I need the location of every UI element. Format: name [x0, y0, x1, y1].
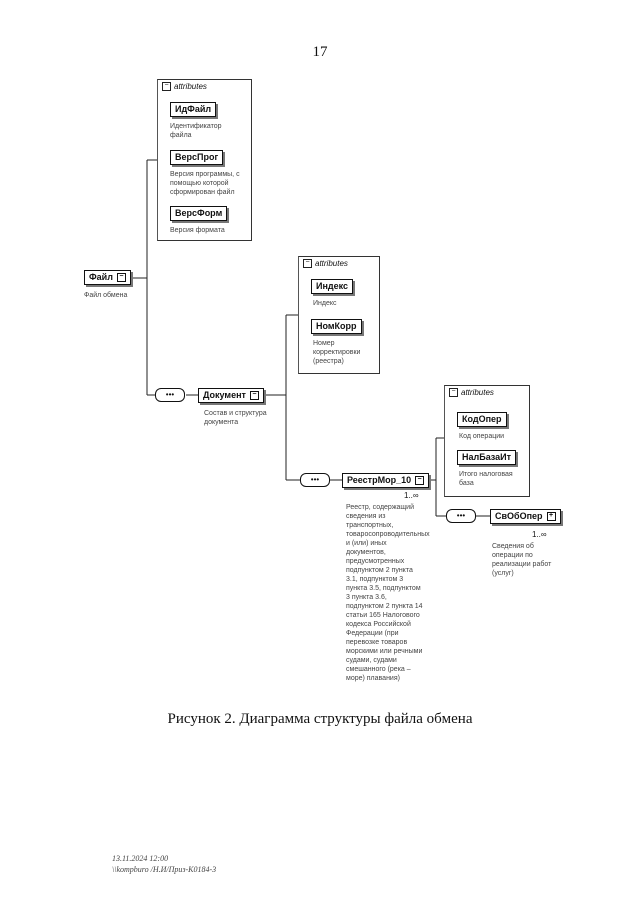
registry-label: РеестрМор_10 [347, 475, 412, 485]
footer-path: \\kompburo /Н.И/Приз-К0184-3 [112, 865, 217, 874]
figure-caption: Рисунок 2. Диаграмма структуры файла обм… [167, 711, 473, 727]
operation-label: СвОбОпер [495, 511, 543, 521]
collapse-icon[interactable]: − [116, 273, 126, 283]
root-element-file[interactable]: Файл− [84, 270, 131, 285]
attr-index[interactable]: Индекс [311, 279, 354, 294]
attr-versprog[interactable]: ВерсПрог [170, 150, 224, 165]
root-element-label: Файл [89, 272, 113, 282]
attr-kodoper-desc: Код операции [459, 433, 505, 440]
page-number: 17 [312, 44, 328, 60]
operation-multiplicity: 1..∞ [532, 530, 547, 539]
attr-kodoper[interactable]: КодОпер [457, 412, 507, 427]
registry-desc: Реестр, содержащий сведения из транспорт… [346, 504, 430, 682]
attr-nomkorr-desc: Номер корректировки (реестра) [313, 340, 361, 365]
document-label: Документ [203, 390, 246, 400]
expand-icon[interactable]: + [546, 512, 556, 522]
element-document[interactable]: Документ− [198, 388, 264, 403]
sequence-icon[interactable]: ••• [300, 473, 330, 487]
attr-nomkorr[interactable]: НомКорр [311, 319, 362, 334]
sequence-icon[interactable]: ••• [155, 388, 185, 402]
attr-idfile-desc: Идентификатор файла [170, 123, 222, 139]
collapse-icon[interactable]: − [415, 476, 425, 486]
collapse-icon[interactable]: − [303, 259, 312, 268]
document-attributes-box: −attributes Индекс Индекс НомКорр Номер … [298, 256, 380, 374]
attr-versprog-desc: Версия программы, с помощью которой сфор… [170, 171, 240, 196]
attributes-header: −attributes [162, 82, 207, 91]
attributes-header: −attributes [303, 259, 348, 268]
registry-multiplicity: 1..∞ [404, 491, 419, 500]
attr-versform-desc: Версия формата [170, 227, 225, 234]
footer-timestamp: 13.11.2024 12:00 [112, 854, 169, 863]
operation-desc: Сведения об операции по реализации работ… [492, 543, 552, 577]
element-registry[interactable]: РеестрМор_10− [342, 473, 430, 488]
element-operation[interactable]: СвОбОпер+ [490, 509, 561, 524]
attr-index-desc: Индекс [313, 300, 337, 307]
attr-versform[interactable]: ВерсФорм [170, 206, 228, 221]
document-desc: Состав и структура документа [204, 410, 267, 426]
attributes-header: −attributes [449, 388, 494, 397]
attr-nalbazait-desc: Итого налоговая база [459, 471, 513, 487]
footer: 13.11.2024 12:00 \\kompburo /Н.И/Приз-К0… [112, 853, 216, 875]
collapse-icon[interactable]: − [249, 391, 259, 401]
root-attributes-box: −attributes ИдФайл Идентификатор файла В… [157, 79, 252, 241]
root-element-desc: Файл обмена [84, 292, 128, 299]
collapse-icon[interactable]: − [162, 82, 171, 91]
sequence-icon[interactable]: ••• [446, 509, 476, 523]
registry-attributes-box: −attributes КодОпер Код операции НалБаза… [444, 385, 530, 497]
attr-nalbazait[interactable]: НалБазаИт [457, 450, 517, 465]
attr-idfile[interactable]: ИдФайл [170, 102, 217, 117]
collapse-icon[interactable]: − [449, 388, 458, 397]
